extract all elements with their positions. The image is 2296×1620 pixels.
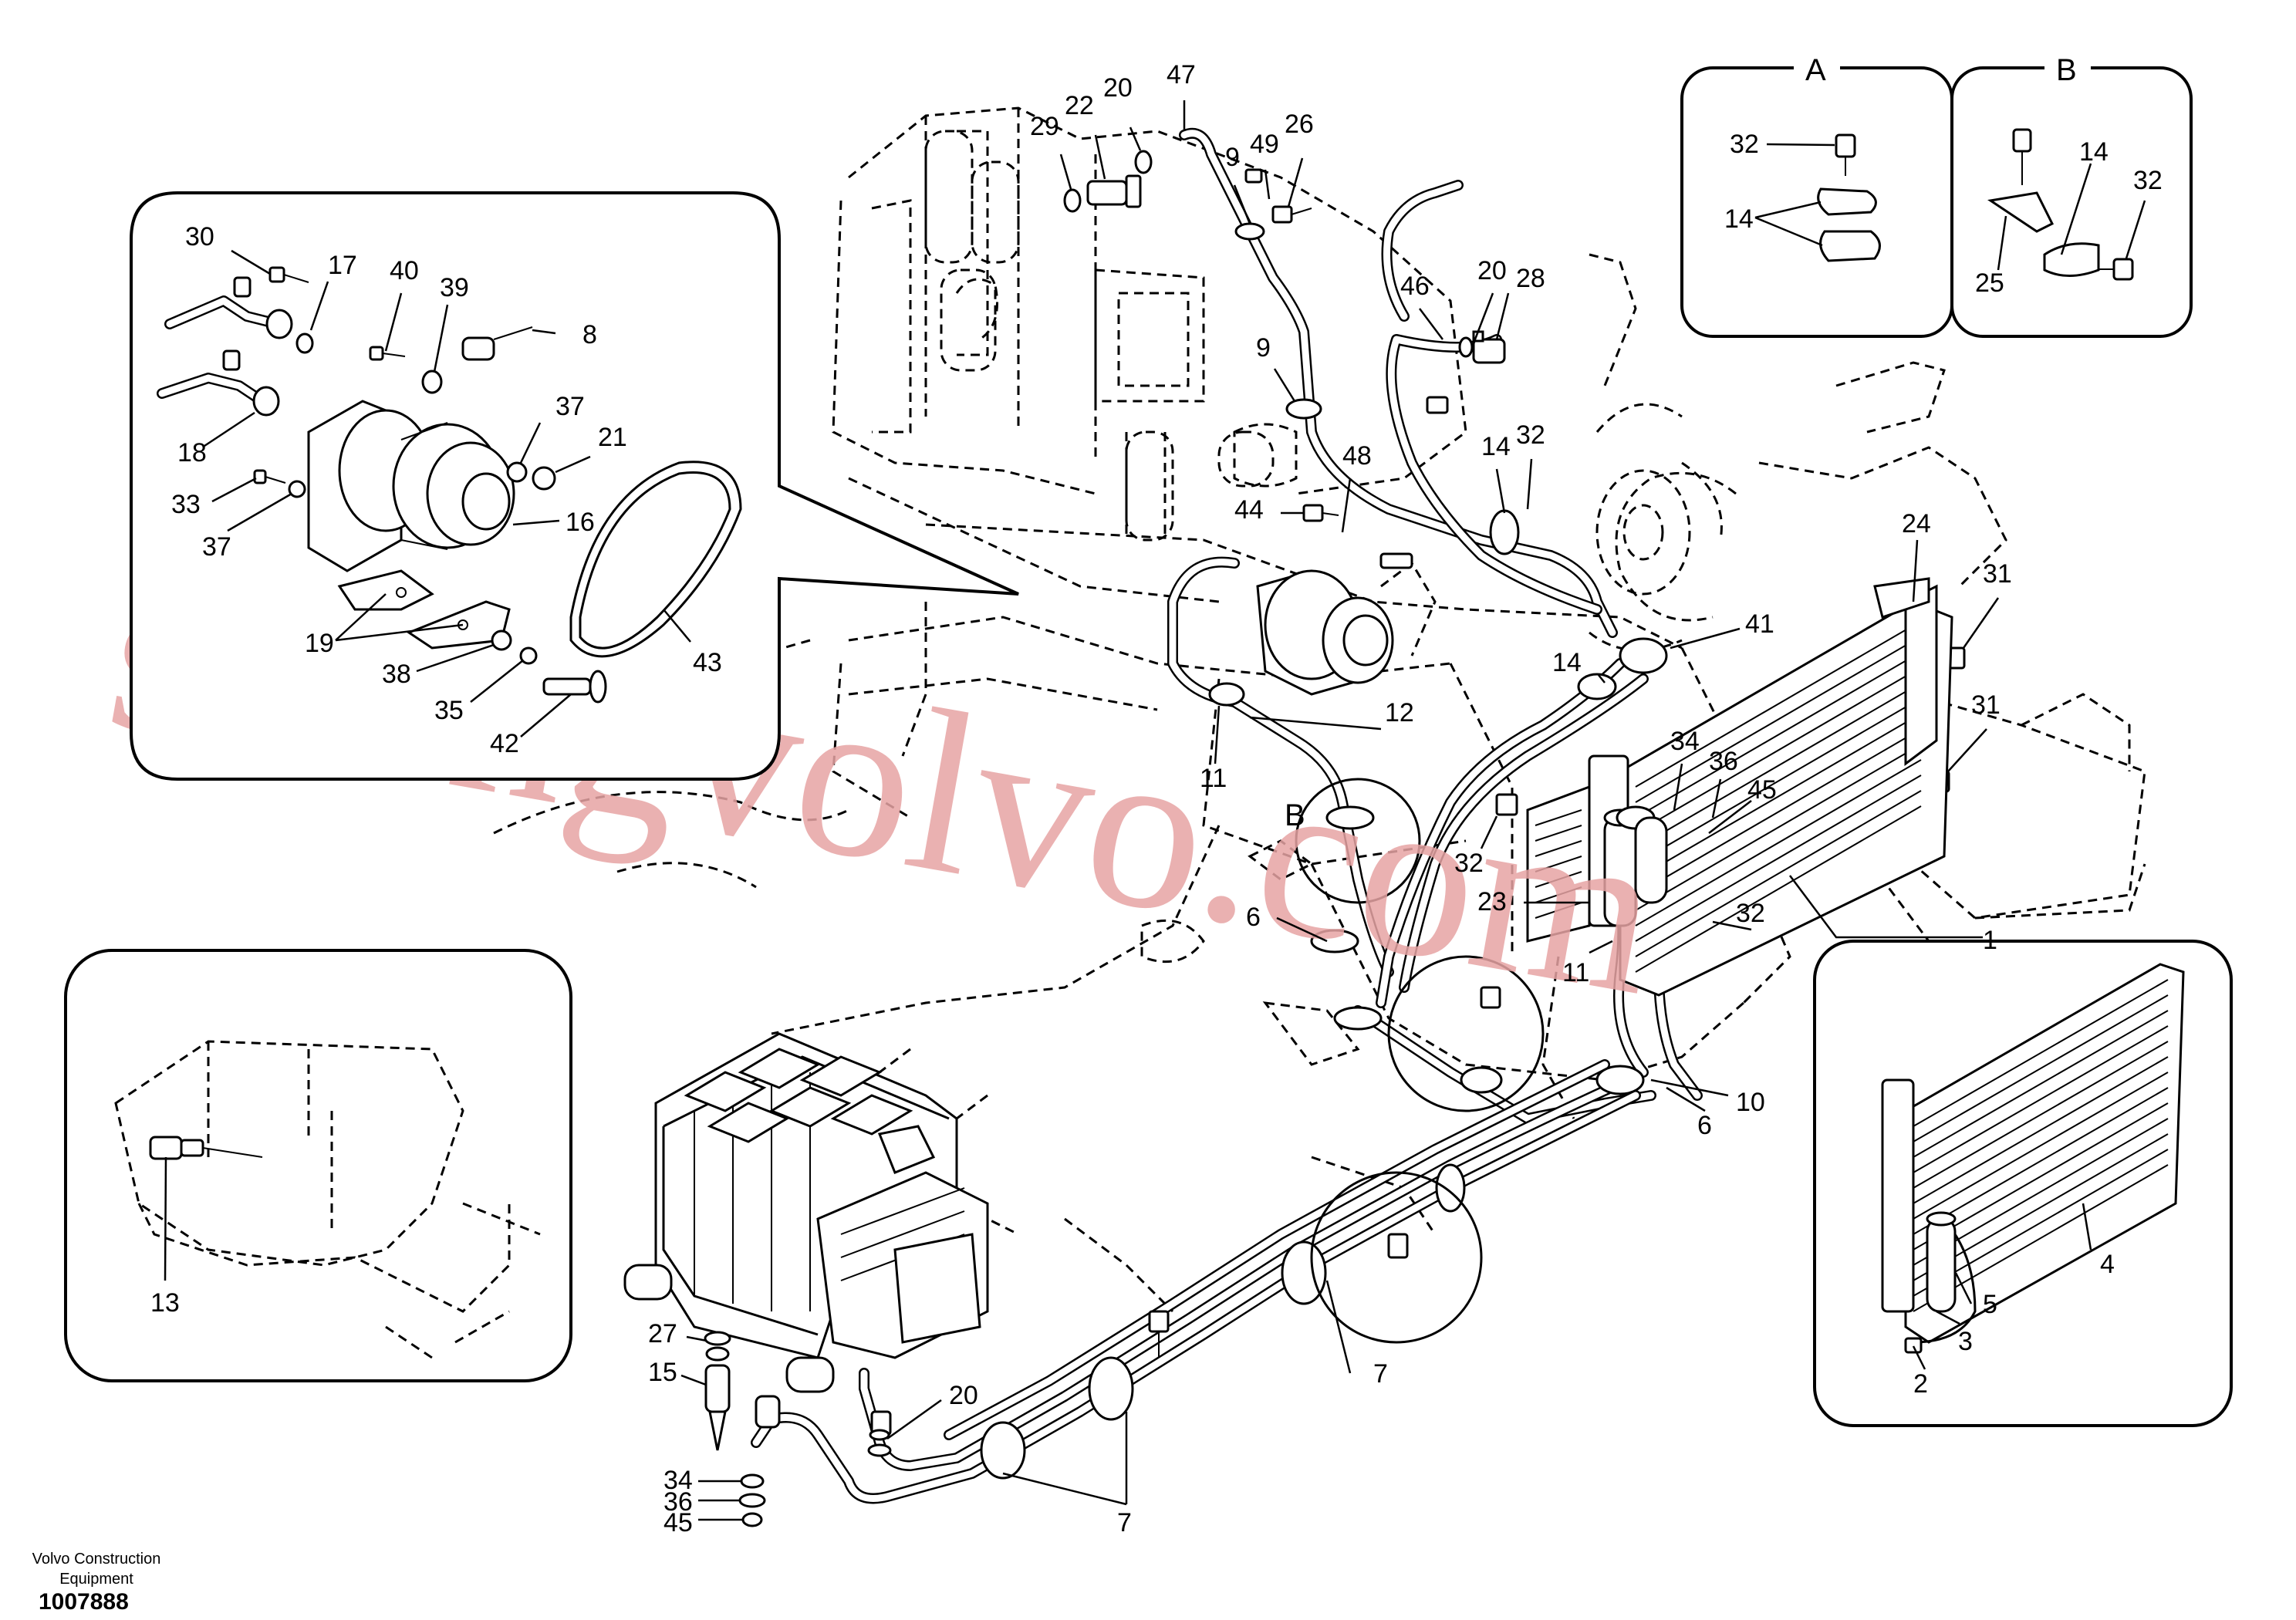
callout-3: 3: [1958, 1327, 1973, 1356]
detail-b-title: B: [2056, 53, 2077, 87]
callout-25: 25: [1975, 268, 2004, 298]
callout-4: 4: [2100, 1250, 2115, 1279]
detail-b-box: [1950, 54, 2193, 338]
callout-32-lower: 32: [1736, 899, 1765, 928]
callout-33: 33: [171, 490, 201, 519]
fan: [1589, 253, 1723, 652]
callout-11-right: 11: [1562, 958, 1589, 987]
callout-15: 15: [648, 1358, 677, 1387]
callout-37-left: 37: [202, 532, 231, 562]
engine-block: [924, 130, 1275, 542]
refrigerant-hoses: [751, 127, 1703, 1504]
callout-34-low: 34: [663, 1466, 693, 1495]
callout-49: 49: [1250, 130, 1279, 159]
callout-11-left: 11: [1200, 764, 1227, 793]
callout-43: 43: [693, 648, 722, 677]
callout-22: 22: [1065, 91, 1094, 120]
callout-38: 38: [382, 660, 411, 689]
leader-lines: [164, 100, 2146, 1521]
detail-a-title: A: [1805, 53, 1826, 87]
callout-20-low: 20: [949, 1381, 978, 1410]
callout-47: 47: [1167, 60, 1196, 89]
callout-10: 10: [1736, 1088, 1765, 1117]
callout-19: 19: [305, 629, 334, 658]
callout-9-top: 9: [1225, 143, 1240, 172]
callout-31-mid: 31: [1971, 690, 2001, 720]
condenser-detail-inset: [1813, 940, 2233, 1427]
callout-45-low: 45: [663, 1508, 693, 1537]
switch-detail-inset: [64, 949, 572, 1382]
callout-26: 26: [1285, 110, 1314, 139]
callout-29: 29: [1030, 112, 1059, 141]
callout-36-low: 36: [663, 1487, 693, 1517]
callout-27: 27: [648, 1319, 677, 1348]
callout-9-mid: 9: [1256, 333, 1271, 363]
callout-20-top: 20: [1103, 73, 1133, 103]
callout-41: 41: [1745, 609, 1774, 639]
callout-6-right: 6: [1697, 1111, 1712, 1140]
callout-37-right: 37: [555, 392, 585, 421]
callout-35: 35: [434, 696, 464, 725]
callout-32-detail-a: 32: [1730, 130, 1759, 159]
callout-20-right: 20: [1477, 256, 1507, 285]
callout-48: 48: [1342, 441, 1372, 471]
callout-31-top: 31: [1983, 559, 2012, 589]
callout-34-right: 34: [1670, 727, 1700, 756]
callout-14-detail-b: 14: [2079, 137, 2109, 167]
callout-5: 5: [1983, 1290, 1997, 1319]
callout-2: 2: [1913, 1369, 1928, 1399]
callout-36-right: 36: [1709, 747, 1738, 776]
callout-8: 8: [582, 320, 597, 349]
compressor-main: [1256, 552, 1437, 696]
brand-label: Volvo Construction Equipment: [23, 1549, 170, 1589]
brand-line-2: Equipment: [59, 1571, 133, 1588]
document-number: 1007888: [39, 1589, 129, 1615]
callout-40: 40: [390, 256, 419, 285]
condenser-main: [1526, 577, 1953, 997]
callout-6-left: 6: [1246, 903, 1261, 932]
callout-7-mid: 7: [1373, 1359, 1388, 1389]
detail-a-box: [1680, 54, 1953, 338]
callout-7-low: 7: [1117, 1508, 1132, 1537]
callout-28: 28: [1516, 264, 1545, 293]
callout-44: 44: [1234, 495, 1264, 525]
callout-17: 17: [328, 251, 357, 280]
callout-24: 24: [1902, 509, 1931, 538]
detail-b-callout: B: [1285, 798, 1305, 832]
detail-circles: [1295, 778, 1545, 1344]
evaporator-fittings: [704, 1331, 892, 1527]
callout-21: 21: [598, 423, 627, 452]
brand-line-1: Volvo Construction: [32, 1551, 161, 1568]
callout-30: 30: [185, 222, 214, 251]
callout-18: 18: [177, 438, 207, 467]
callout-14-detail-a: 14: [1724, 204, 1754, 234]
callout-1: 1: [1983, 926, 1997, 955]
callout-12: 12: [1385, 698, 1414, 727]
callout-32-left: 32: [1454, 849, 1484, 878]
callout-46: 46: [1400, 272, 1430, 301]
callout-45-right: 45: [1747, 775, 1777, 805]
callout-42: 42: [490, 729, 519, 758]
callout-39: 39: [440, 273, 469, 302]
hose-clamps: [980, 222, 1668, 1480]
compressor-detail-inset: [130, 191, 1019, 781]
callout-14-mid: 14: [1481, 432, 1511, 461]
top-fittings: [1063, 150, 1506, 364]
callout-16: 16: [566, 508, 595, 537]
callout-13: 13: [150, 1288, 180, 1318]
callout-14-right: 14: [1552, 648, 1582, 677]
callout-32-detail-b: 32: [2133, 166, 2163, 195]
hvac-unit: [623, 1032, 989, 1393]
callout-32-mid: 32: [1516, 420, 1545, 450]
callout-labels: A B B 47 20 22 29 9 49 26 9 46 20 28 48 …: [150, 53, 2163, 1537]
callout-23: 23: [1477, 887, 1507, 916]
